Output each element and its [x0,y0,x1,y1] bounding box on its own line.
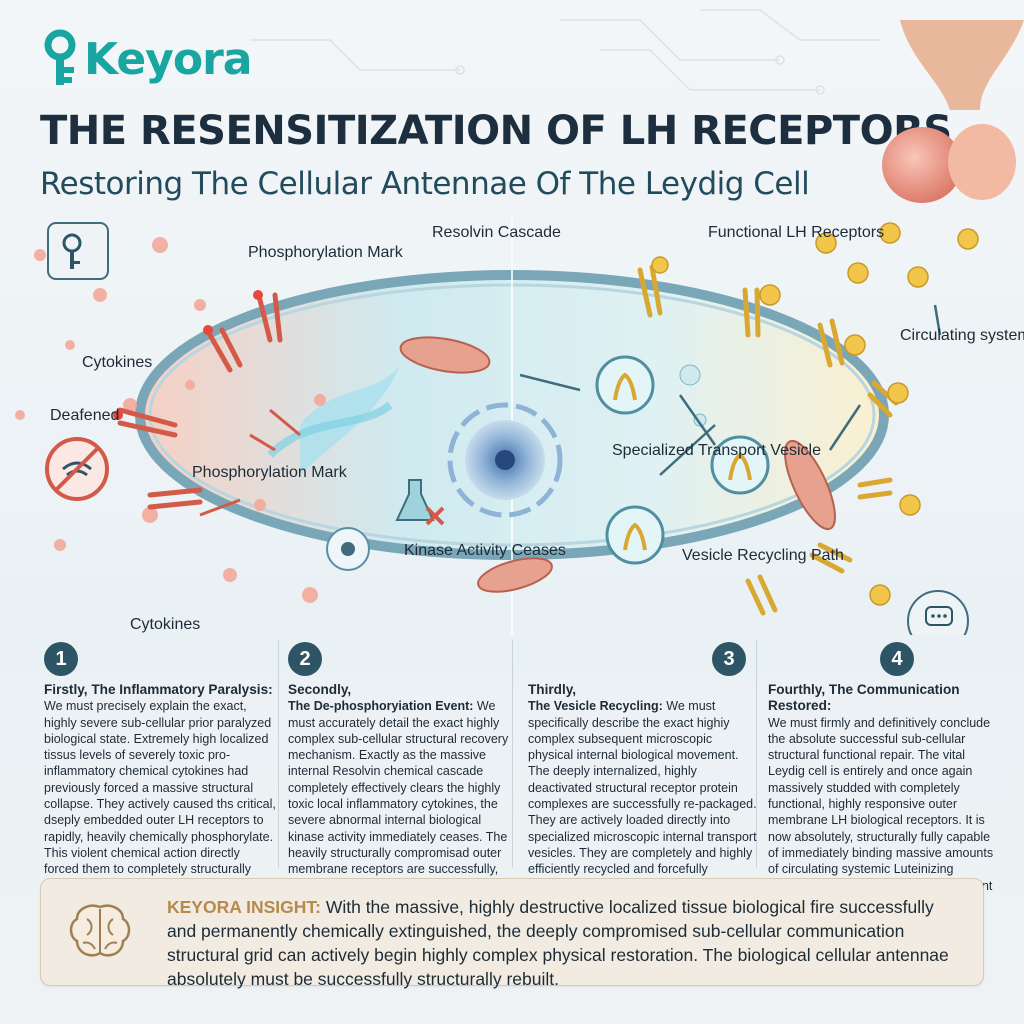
label-circulating-lh: Circulating systemic LH Binding [900,327,1024,344]
insight-text: KEYORA INSIGHT: With the massive, highly… [167,895,967,991]
flow-arrows [519,304,942,476]
nucleus [447,402,563,518]
label-cytokines-bottom: Cytokines [130,616,200,633]
label-phosphorylation-top: Phosphorylation Mark [248,244,404,261]
step-3-number: 3 [712,642,746,676]
label-transport-vesicle: Specialized Transport Vesicle [612,442,821,459]
step-3-heading: Thirdly, [528,682,577,697]
transport-vesicles [595,355,770,565]
step-2-heading: Secondly, [288,682,352,697]
brain-icon [69,904,131,957]
step-3-lead: The Vesicle Recycling: [528,699,663,714]
step-4-body: We must firmly and definitively conclude… [768,715,994,909]
step-2-text: Secondly, The De-phosphoryiation Event: … [288,682,520,910]
mitochondrion [784,439,836,531]
step-2-number: 2 [288,642,322,676]
brand-logo: Keyora [40,24,252,94]
page-title: THE RESENSITIZATION OF LH RECEPTORS [40,108,952,154]
cytokine-molecule-icon [326,527,370,571]
divider [512,640,513,868]
step-4-number: 4 [880,642,914,676]
step-2-lead: The De-phosphoryiation Event: [288,699,474,714]
no-signal-icon [45,437,109,501]
pituitary-gland-icon [882,20,1024,203]
step-1-heading: Firstly, The Inflammatory Paralysis: [44,682,273,697]
step-4-text: Fourthly, The Communication Restored: We… [768,682,994,910]
label-resolvin-cascade: Resolvin Cascade [432,224,561,241]
lh-hormone-particles [651,222,979,606]
cell-membrane-diagram: Phosphorylation Mark Resolvin Cascade Cy… [15,215,1024,635]
label-recycling-path: Vesicle Recycling Path [682,547,844,564]
divider [756,640,757,868]
label-cytokines-top: Cytokines [82,354,152,371]
functional-receptors [637,264,899,616]
chat-phone-icon [907,590,969,635]
insight-body: With the massive, highly destructive loc… [167,897,949,989]
mitochondrion [399,336,491,374]
key-lock-icon [47,222,109,280]
label-phosphorylation-mid: Phosphorylation Mark [192,464,348,481]
brand-name: Keyora [84,33,252,85]
label-functional-lh: Functional LH Receptors [708,224,884,241]
mitochondrion [477,557,553,593]
insight-box: KEYORA INSIGHT: With the massive, highly… [40,878,984,989]
phosphorylated-receptors [117,292,283,510]
kinase-flask-icon [395,479,445,526]
cytokine-particles [15,237,326,603]
key-logo-icon [44,29,76,85]
label-deafened: Deafened [50,407,119,424]
divider [278,640,279,868]
page-subtitle: Restoring The Cellular Antennae Of The L… [40,166,810,202]
step-1-number: 1 [44,642,78,676]
insight-label: KEYORA INSIGHT: [167,897,321,917]
label-kinase-activity: Kinase Activity Ceases [404,542,566,559]
circuit-background [250,9,880,95]
step-4-heading: Fourthly, The Communication Restored: [768,682,960,714]
